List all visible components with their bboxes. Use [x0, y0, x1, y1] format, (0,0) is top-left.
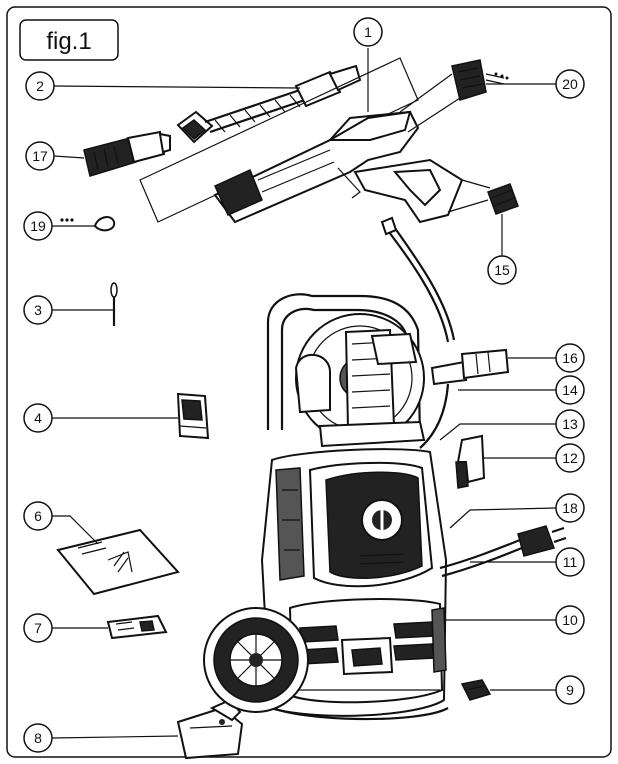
callout-18: 18 — [555, 493, 585, 523]
part-high-pressure-hose — [380, 216, 456, 449]
callout-6: 6 — [23, 501, 53, 531]
part-spray-gun — [213, 110, 464, 224]
callout-19: 19 — [23, 211, 53, 241]
callout-label: 1 — [364, 24, 372, 40]
part-bracket — [455, 434, 486, 489]
callout-label: 9 — [566, 682, 574, 698]
part-detail-20 — [399, 59, 509, 133]
part-clip — [60, 216, 116, 232]
part-detail-15 — [447, 179, 519, 215]
callout-label: 3 — [34, 302, 42, 318]
callout-13: 13 — [555, 409, 585, 439]
callout-label: 15 — [494, 262, 510, 278]
callout-label: 7 — [34, 620, 42, 636]
part-label-sheet — [106, 614, 168, 640]
callout-1: 1 — [353, 17, 383, 47]
callout-label: 14 — [562, 382, 578, 398]
callout-label: 12 — [562, 450, 578, 466]
figure-label-box: fig.1 — [19, 19, 119, 61]
callout-label: 10 — [562, 612, 578, 628]
callout-label: 19 — [30, 218, 46, 234]
callout-14: 14 — [555, 375, 585, 405]
callout-16: 16 — [555, 343, 585, 373]
callout-8: 8 — [23, 723, 53, 753]
outer-frame — [6, 6, 612, 758]
part-manual — [56, 528, 180, 596]
callout-7: 7 — [23, 613, 53, 643]
part-cleaning-needle — [110, 282, 118, 326]
callout-20: 20 — [555, 69, 585, 99]
callout-17: 17 — [25, 141, 55, 171]
figure-label: fig.1 — [46, 28, 91, 55]
callout-12: 12 — [555, 443, 585, 473]
callout-4: 4 — [23, 403, 53, 433]
callout-3: 3 — [23, 295, 53, 325]
callout-2: 2 — [25, 71, 55, 101]
callout-10: 10 — [555, 605, 585, 635]
callout-label: 6 — [34, 508, 42, 524]
callout-label: 13 — [562, 416, 578, 432]
part-lance — [176, 64, 362, 144]
part-detergent-bottle — [176, 698, 244, 760]
part-spray-tip — [430, 348, 510, 386]
callout-label: 17 — [32, 148, 48, 164]
callout-label: 2 — [36, 78, 44, 94]
part-nozzle — [83, 130, 171, 177]
callout-label: 16 — [562, 350, 578, 366]
callout-label: 8 — [34, 730, 42, 746]
leader-lines — [51, 48, 557, 739]
callout-9: 9 — [555, 675, 585, 705]
callout-label: 18 — [562, 500, 578, 516]
part-small-9 — [460, 679, 492, 701]
callout-label: 20 — [562, 76, 578, 92]
gun-group-outline — [139, 57, 419, 223]
part-block-4 — [176, 392, 210, 440]
callout-label: 11 — [563, 554, 578, 570]
callout-11: 11 — [555, 547, 585, 577]
callout-15: 15 — [487, 255, 517, 285]
callout-label: 4 — [34, 410, 42, 426]
part-power-cord — [439, 525, 567, 578]
part-main-unit — [203, 293, 449, 721]
